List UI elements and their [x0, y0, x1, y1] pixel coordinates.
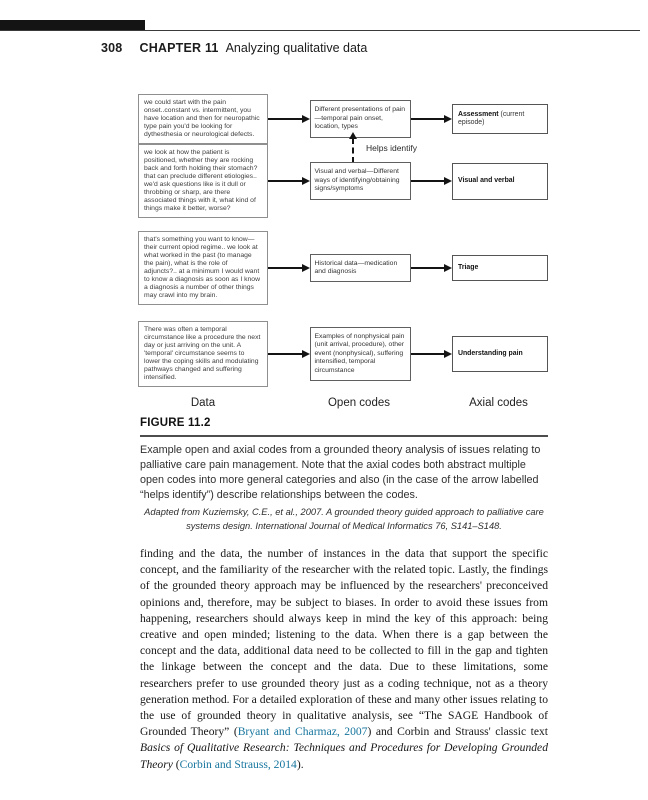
axial-code-title: Understanding pain: [458, 349, 523, 357]
figure-label: FIGURE 11.2: [140, 417, 211, 429]
diagram-row-2: we look at how the patient is positioned…: [138, 144, 548, 218]
helps-identify-label: Helps identify: [366, 143, 418, 153]
data-quote-box: we look at how the patient is positioned…: [138, 144, 268, 218]
column-label-open-codes: Open codes: [327, 397, 390, 409]
diagram-row-3: that's something you want to know— their…: [138, 231, 548, 305]
helps-identify-arrow-icon: [349, 132, 357, 163]
figure-caption: Example open and axial codes from a grou…: [140, 444, 541, 501]
axial-code-box: Assessment (current episode): [452, 104, 548, 134]
body-paragraph: finding and the data, the number of inst…: [140, 546, 548, 773]
open-code-box: Examples of nonphysical pain (unit arriv…: [309, 326, 411, 382]
arrow-right-icon: [410, 349, 452, 358]
axial-code-title: Visual and verbal: [458, 176, 515, 184]
data-quote-box: that's something you want to know— their…: [138, 231, 268, 305]
header-black-bar: [0, 20, 145, 31]
figure-attribution: Adapted from Kuziemsky, C.E., et al., 20…: [144, 507, 544, 531]
body-text-segment: (: [172, 757, 180, 771]
arrow-right-icon: [410, 114, 452, 123]
open-code-box: Different presentations of pain—temporal…: [309, 100, 411, 138]
arrow-right-icon: [268, 263, 309, 272]
open-code-box: Visual and verbal—Different ways of iden…: [309, 162, 411, 200]
figure-divider: [140, 435, 548, 437]
running-header: 308 CHAPTER 11 Analyzing qualitative dat…: [101, 41, 367, 55]
diagram-row-1: we could start with the pain onset..cons…: [138, 94, 548, 144]
column-label-data: Data: [190, 397, 216, 409]
chapter-title: Analyzing qualitative data: [225, 41, 368, 55]
body-text-segment: ).: [296, 757, 304, 771]
axial-code-title: Assessment: [458, 110, 499, 118]
citation-link[interactable]: Bryant and Charmaz, 2007: [237, 725, 368, 739]
arrow-right-icon: [410, 263, 452, 272]
header-rule: [0, 30, 640, 31]
axial-code-suffix: (current episode): [458, 110, 527, 126]
body-text-segment: finding and the data, the number of inst…: [140, 547, 548, 739]
arrow-right-icon: [268, 114, 309, 123]
data-quote-box: we could start with the pain onset..cons…: [138, 94, 268, 144]
arrow-right-icon: [268, 176, 309, 185]
column-label-axial-codes: Axial codes: [469, 397, 528, 409]
arrow-right-icon: [410, 176, 452, 185]
axial-code-box: Understanding pain: [452, 336, 548, 372]
arrow-right-icon: [268, 349, 309, 358]
chapter-label: CHAPTER 11: [139, 41, 219, 55]
axial-code-title: Triage: [458, 263, 479, 271]
axial-code-box: Visual and verbal: [452, 162, 548, 200]
axial-code-box: Triage: [452, 255, 548, 281]
body-text-segment: Basics of Qualitative Research: Techniqu…: [140, 741, 548, 771]
data-quote-box: There was often a temporal circumstance …: [138, 321, 268, 387]
citation-link[interactable]: Corbin and Strauss, 2014: [179, 757, 297, 771]
open-code-box: Historical data—medication and diagnosis: [309, 253, 411, 283]
body-text-segment: ) and Corbin and Strauss' classic text: [367, 725, 549, 739]
page-number: 308: [101, 41, 123, 55]
diagram-row-4: There was often a temporal circumstance …: [138, 321, 548, 387]
